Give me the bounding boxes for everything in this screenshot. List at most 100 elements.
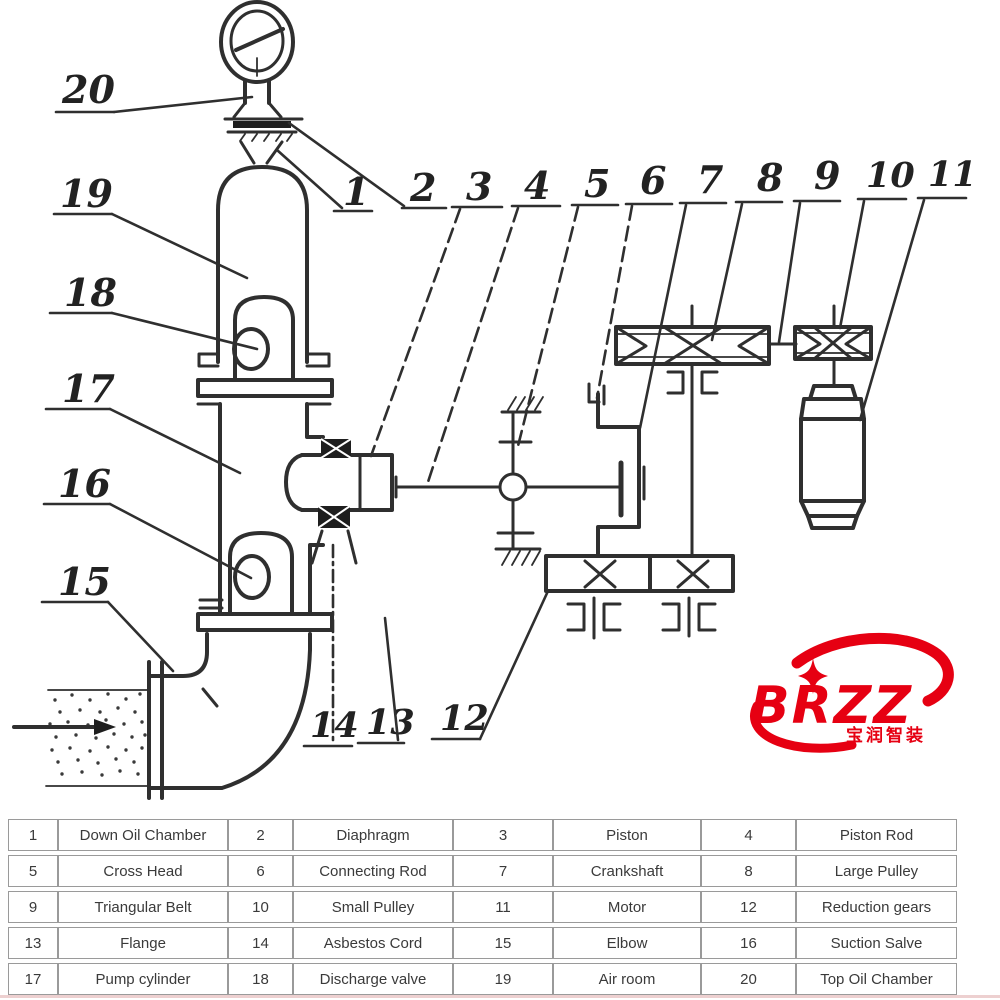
part-number-cell: 7 [453,855,553,887]
callout-label: 13 [366,702,415,743]
callout-13: 13 [356,616,415,745]
table-row: 1 Down Oil Chamber 2 Diaphragm 3 Piston … [8,819,957,851]
page-bottom-divider [0,995,1000,998]
callout-label: 11 [928,154,977,195]
part-name-cell: Diaphragm [293,819,453,851]
callout-label: 19 [60,171,113,216]
part-name-cell: Connecting Rod [293,855,453,887]
callout-5: 5 [515,161,620,452]
pump-cylinder-body [196,402,394,614]
logo-chinese-text: 宝润智装 [846,725,926,746]
part-number-cell: 11 [453,891,553,923]
part-name-cell: Pump cylinder [58,963,228,995]
callout-label: 14 [310,705,359,746]
callout-label: 16 [58,461,111,506]
logo-swoosh-bottom [750,701,857,753]
part-number-cell: 20 [701,963,796,995]
part-number-cell: 1 [8,819,58,851]
part-number-cell: 18 [228,963,293,995]
callout-label: 5 [584,161,610,206]
crankshaft [587,382,646,558]
brzz-logo: BRZZ 宝润智装 [750,632,954,753]
part-name-cell: Discharge valve [293,963,453,995]
callout-label: 7 [697,157,723,202]
part-number-cell: 4 [701,819,796,851]
callout-label: 18 [64,270,117,315]
parts-table: 1 Down Oil Chamber 2 Diaphragm 3 Piston … [8,815,957,999]
callout-3: 3 [369,164,504,458]
part-name-cell: Piston [553,819,701,851]
part-name-cell: Top Oil Chamber [796,963,957,995]
callout-1: 1 [275,148,374,214]
callout-label: 2 [409,165,436,210]
callout-label: 10 [866,155,915,196]
part-number-cell: 10 [228,891,293,923]
callout-label: 1 [343,169,369,214]
callout-label: 17 [62,366,115,411]
piston-rod [394,475,502,499]
callout-4: 4 [426,163,562,484]
liquid-dots [48,692,147,777]
part-number-cell: 16 [701,927,796,959]
part-number-cell: 19 [453,963,553,995]
callout-19: 19 [52,171,249,280]
part-name-cell: Cross Head [58,855,228,887]
discharge-valve-housing [232,295,295,380]
part-number-cell: 13 [8,927,58,959]
part-number-cell: 6 [228,855,293,887]
part-number-cell: 15 [453,927,553,959]
sparkle-star-icon [798,658,828,694]
table-row: 13 Flange 14 Asbestos Cord 15 Elbow 16 S… [8,927,957,959]
table-row: 5 Cross Head 6 Connecting Rod 7 Cranksha… [8,855,957,887]
callout-2: 2 [287,121,448,210]
callout-6: 6 [595,158,674,400]
motor [799,384,866,530]
callout-label: 3 [466,164,492,209]
suction-liquid [12,689,148,787]
reduction-gearbox [544,554,735,640]
callout-7: 7 [638,157,728,430]
part-number-cell: 17 [8,963,58,995]
callout-label: 15 [58,559,111,604]
part-number-cell: 8 [701,855,796,887]
callout-label: 4 [524,163,550,208]
callout-label: 20 [61,67,115,112]
flow-arrow-icon [12,719,116,735]
large-pulley [614,304,771,558]
part-number-cell: 9 [8,891,58,923]
part-name-cell: Crankshaft [553,855,701,887]
callout-14: 14 [302,543,359,748]
callout-12: 12 [430,589,550,741]
part-name-cell: Piston Rod [796,819,957,851]
callouts: 20 19 18 17 16 15 1 2 [40,67,977,748]
elbow-pipe [147,632,312,800]
callout-8: 8 [710,155,783,342]
callout-17: 17 [44,366,242,475]
callout-11: 11 [858,154,977,422]
part-name-cell: Reduction gears [796,891,957,923]
logo-swoosh-top [791,632,954,707]
part-number-cell: 14 [228,927,293,959]
pressure-gauge-icon [219,0,295,84]
part-name-cell: Air room [553,963,701,995]
table-row: 17 Pump cylinder 18 Discharge valve 19 A… [8,963,957,995]
part-name-cell: Triangular Belt [58,891,228,923]
part-number-cell: 3 [453,819,553,851]
callout-label: 6 [640,158,666,203]
part-name-cell: Down Oil Chamber [58,819,228,851]
part-number-cell: 12 [701,891,796,923]
cross-head [494,396,544,566]
callout-label: 12 [440,698,489,739]
small-pulley [793,304,873,388]
callout-15: 15 [40,559,175,673]
callout-10: 10 [838,155,915,330]
part-name-cell: Suction Salve [796,927,957,959]
bearing-symbol [566,596,622,640]
part-number-cell: 5 [8,855,58,887]
part-name-cell: Small Pulley [293,891,453,923]
bearing-symbol [666,370,719,395]
callout-label: 9 [814,153,840,198]
table-row: 9 Triangular Belt 10 Small Pulley 11 Mot… [8,891,957,923]
part-number-cell: 2 [228,819,293,851]
